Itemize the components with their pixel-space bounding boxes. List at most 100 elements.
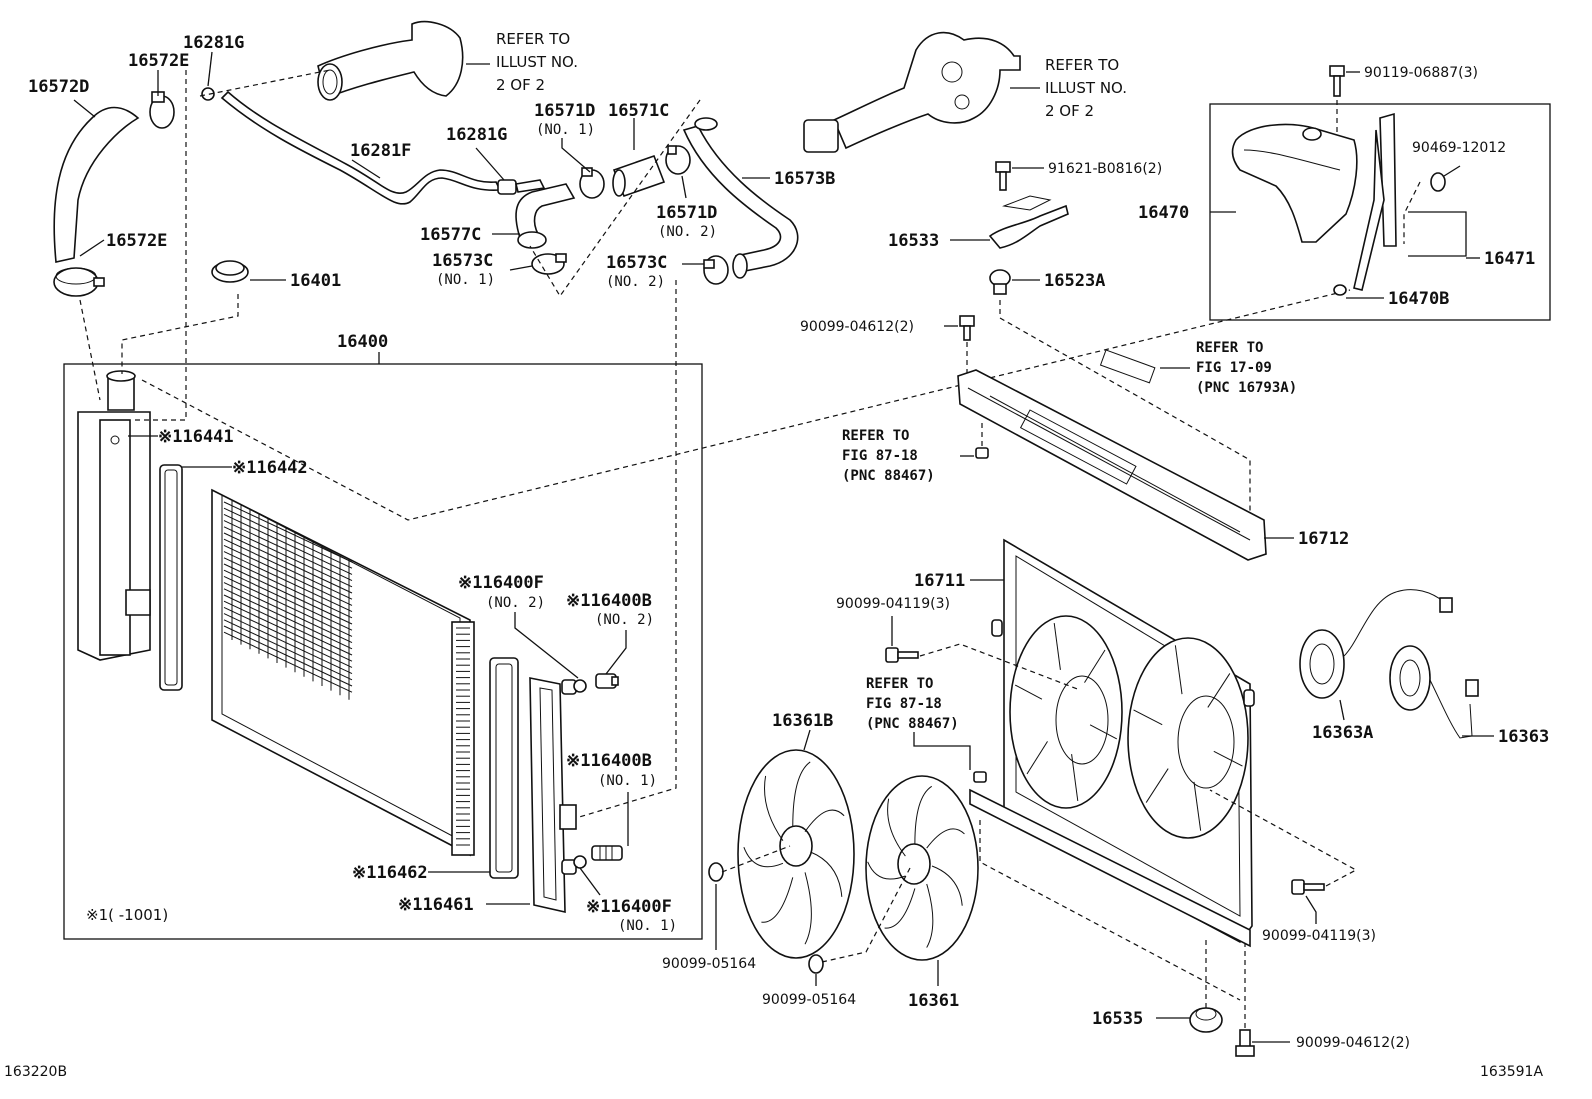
clip-16470B <box>1333 284 1347 296</box>
clamp-16572E-upper <box>149 91 175 129</box>
label-16400[interactable]: 16400 <box>337 332 388 352</box>
clamp-16571D-no1 <box>579 167 605 199</box>
label-90099-04119-upper[interactable]: 90099-04119(3) <box>836 596 950 612</box>
label-16533[interactable]: 16533 <box>888 231 939 251</box>
reserve-tank-16470 <box>1231 123 1358 243</box>
label-16577C[interactable]: 16577C <box>420 225 481 245</box>
label-16573B[interactable]: 16573B <box>774 169 835 189</box>
label-16400F-no1[interactable]: ※116400F <box>586 897 672 917</box>
radiator-assembly-box <box>63 363 703 940</box>
label-16523A[interactable]: 16523A <box>1044 271 1105 291</box>
label-90099-05164-a[interactable]: 90099-05164 <box>662 956 756 972</box>
radiator-support-16712 <box>957 369 1267 561</box>
label-16281F[interactable]: 16281F <box>350 141 411 161</box>
drain-plug-no2 <box>595 673 619 689</box>
svg-text:FIG 17-09: FIG 17-09 <box>1196 360 1272 376</box>
label-16572E-lower[interactable]: 16572E <box>106 231 167 251</box>
clamp-16571D-no2 <box>665 145 691 175</box>
label-90099-05164-b[interactable]: 90099-05164 <box>762 992 856 1008</box>
label-16571C[interactable]: 16571C <box>608 101 669 121</box>
water-inlet-housing <box>803 31 1021 153</box>
refer-fig-8718-b-1: REFER TO <box>866 676 933 692</box>
label-16572D[interactable]: 16572D <box>28 77 89 97</box>
label-16462[interactable]: ※116462 <box>352 863 428 883</box>
o-ring-no2 <box>573 679 587 693</box>
label-16442[interactable]: ※116442 <box>232 458 308 478</box>
svg-text:(NO. 1): (NO. 1) <box>536 122 595 138</box>
bolt-90099-04119-lower <box>1291 879 1325 895</box>
bracket-16533 <box>988 195 1069 249</box>
label-16461[interactable]: ※116461 <box>398 895 474 915</box>
nut-90099-05164-b <box>808 954 824 974</box>
svg-text:2 OF 2: 2 OF 2 <box>1045 102 1094 120</box>
hose-16573B <box>682 117 799 279</box>
refer-fig-8718-a-1: REFER TO <box>842 428 909 444</box>
bolt-91621-B0816 <box>995 161 1011 191</box>
label-16400F-no2[interactable]: ※116400F <box>458 573 544 593</box>
clamp-16573C-no2 <box>703 255 729 285</box>
label-90469-12012[interactable]: 90469-12012 <box>1412 140 1506 156</box>
svg-text:(NO. 2): (NO. 2) <box>486 595 545 611</box>
svg-text:ILLUST NO.: ILLUST NO. <box>1045 79 1127 97</box>
fan-motor-16363A <box>1299 589 1453 699</box>
svg-text:(PNC 88467): (PNC 88467) <box>842 468 935 484</box>
clip-16281G-mid <box>497 179 546 195</box>
svg-text:ILLUST NO.: ILLUST NO. <box>496 53 578 71</box>
diagram-code-left: 163220B <box>4 1064 67 1080</box>
water-outlet-pipe <box>317 20 464 101</box>
label-16573C-no1[interactable]: 16573C <box>432 251 493 271</box>
label-16712[interactable]: 16712 <box>1298 529 1349 549</box>
label-16361[interactable]: 16361 <box>908 991 959 1011</box>
label-16361B[interactable]: 16361B <box>772 711 833 731</box>
clamp-16572E-lower <box>53 267 105 297</box>
diagram-code-right: 163591A <box>1480 1064 1543 1080</box>
fan-16361 <box>865 775 979 961</box>
label-16711[interactable]: 16711 <box>914 571 965 591</box>
overflow-hose-16471 <box>1353 112 1397 291</box>
radiator-gasket-right <box>489 657 519 879</box>
footnote: ※1( -1001) <box>86 906 168 924</box>
radiator-left-tank <box>77 370 151 661</box>
clamp-90469-12012 <box>1430 172 1446 192</box>
label-16281G-upper[interactable]: 16281G <box>183 33 244 53</box>
label-16400B-no2[interactable]: ※116400B <box>566 591 652 611</box>
label-16400B-no1[interactable]: ※116400B <box>566 751 652 771</box>
label-16571D-no1[interactable]: 16571D <box>534 101 595 121</box>
label-16470B[interactable]: 16470B <box>1388 289 1449 309</box>
label-16281G-mid[interactable]: 16281G <box>446 125 507 145</box>
fan-16361B <box>737 749 855 959</box>
label-90099-04119-lower[interactable]: 90099-04119(3) <box>1262 928 1376 944</box>
cushion-16535 <box>1189 1007 1223 1033</box>
label-16441[interactable]: ※116441 <box>158 427 234 447</box>
svg-text:FIG 87-18: FIG 87-18 <box>842 448 918 464</box>
radiator-gasket-left <box>159 464 183 691</box>
label-16573C-no2[interactable]: 16573C <box>606 253 667 273</box>
clip-88467-lower <box>973 771 987 783</box>
label-16470[interactable]: 16470 <box>1138 203 1189 223</box>
label-plate <box>1099 349 1156 384</box>
label-90099-04612-lower[interactable]: 90099-04612(2) <box>1296 1035 1410 1051</box>
clip-16281G-upper <box>201 87 215 101</box>
label-91621-B0816[interactable]: 91621-B0816(2) <box>1048 161 1162 177</box>
label-16535[interactable]: 16535 <box>1092 1009 1143 1029</box>
label-16471[interactable]: 16471 <box>1484 249 1535 269</box>
label-16572E-upper[interactable]: 16572E <box>128 51 189 71</box>
fan-shroud-16711 <box>969 538 1255 948</box>
label-90099-04612-upper[interactable]: 90099-04612(2) <box>800 319 914 335</box>
label-16401[interactable]: 16401 <box>290 271 341 291</box>
svg-text:FIG 87-18: FIG 87-18 <box>866 696 942 712</box>
svg-text:(NO. 1): (NO. 1) <box>436 272 495 288</box>
bolt-90099-04119-upper <box>885 647 919 663</box>
radiator-right-tank <box>529 677 577 914</box>
label-16363A[interactable]: 16363A <box>1312 723 1373 743</box>
label-16571D-no2[interactable]: 16571D <box>656 203 717 223</box>
label-90119-06887[interactable]: 90119-06887(3) <box>1364 65 1478 81</box>
hose-16577C <box>515 183 576 249</box>
svg-text:(NO. 2): (NO. 2) <box>606 274 665 290</box>
clip-88467-upper <box>975 447 989 459</box>
o-ring-no1 <box>573 855 587 869</box>
label-16363[interactable]: 16363 <box>1498 727 1549 747</box>
svg-text:(NO. 2): (NO. 2) <box>595 612 654 628</box>
cushion-16523A <box>989 269 1011 295</box>
